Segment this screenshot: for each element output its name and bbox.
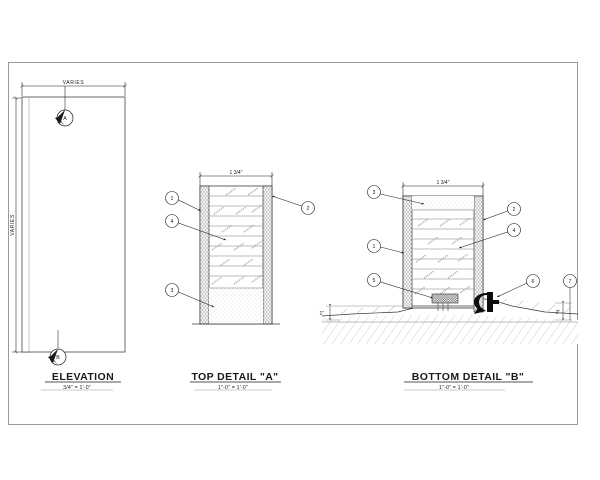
elevation-scale: 3/4" = 1'-0"	[63, 385, 91, 391]
elevation-top-dimension	[20, 82, 127, 96]
topdetail-callout-4-label: 4	[171, 219, 174, 225]
botdetail-scale: 1"-0" = 1'-0"	[439, 385, 469, 391]
elevation-marker-b-label: B	[56, 355, 60, 361]
topdetail-callout-3-label: 3	[171, 288, 174, 294]
topdetail-callout-4	[165, 214, 227, 241]
detail-marker-b	[48, 348, 67, 366]
botdetail-callout-7-label: 7	[569, 279, 572, 285]
topdetail-width-dimension	[198, 172, 274, 188]
elevation-left-dim-label: VARIES	[10, 214, 16, 236]
botdetail-slats	[412, 218, 474, 290]
botdetail-callout-5	[367, 273, 434, 299]
botdetail-callout-6-label: 6	[532, 279, 535, 285]
topdetail-callout-1-label: 1	[171, 196, 174, 202]
botdetail-title: BOTTOM DETAIL "B"	[412, 371, 524, 383]
botdetail-callout-1	[367, 239, 405, 254]
topdetail-callout-2	[271, 195, 315, 215]
anchor-shoe-block	[431, 293, 459, 304]
topdetail-callout-1	[165, 191, 202, 212]
elevation-view	[12, 82, 127, 391]
topdetail-title: TOP DETAIL "A"	[191, 371, 278, 383]
elevation-marker-a-label: A	[63, 116, 67, 122]
botdetail-left-small-dimension	[326, 303, 404, 321]
botdetail-callout-3-label: 3	[373, 190, 376, 196]
topdetail-left-jamb	[199, 185, 210, 325]
botdetail-callout-7	[563, 274, 577, 320]
botdetail-right-dim-label: 2"	[555, 310, 560, 316]
detail-marker-a	[55, 109, 74, 127]
botdetail-callout-5-label: 5	[373, 278, 376, 284]
topdetail-callout-3	[165, 283, 215, 308]
topdetail-right-jamb	[262, 185, 273, 325]
top-detail-a-view	[165, 172, 315, 391]
botdetail-width-dimension	[401, 182, 485, 198]
anchor-clip-symbol	[474, 292, 499, 314]
topdetail-stipple-fill	[209, 288, 263, 324]
botdetail-callout-4	[458, 223, 521, 249]
bottom-detail-b-view	[321, 182, 579, 391]
ground-mass	[322, 313, 578, 344]
anchor-shoe-legs	[437, 303, 449, 311]
apron-hatch	[339, 298, 572, 316]
topdetail-slats	[209, 195, 263, 277]
botdetail-callout-1-label: 1	[373, 244, 376, 250]
topdetail-callout-2-label: 2	[307, 206, 310, 212]
botdetail-callout-2-label: 2	[513, 207, 516, 213]
botdetail-stipple-fill	[412, 196, 474, 210]
botdetail-left-dim-label: 1"	[319, 311, 324, 317]
botdetail-callout-2	[482, 202, 521, 221]
botdetail-callout-6	[496, 274, 540, 298]
botdetail-right-small-dimension	[555, 300, 572, 321]
botdetail-body	[402, 195, 484, 309]
topdetail-width-label: 1 3/4"	[230, 170, 243, 176]
elevation-panel	[21, 96, 126, 353]
botdetail-callout-3	[367, 185, 425, 205]
botdetail-width-label: 1 3/4"	[437, 180, 450, 186]
topdetail-scale: 1"-0" = 1'-0"	[218, 385, 248, 391]
botdetail-callout-4-label: 4	[513, 228, 516, 234]
elevation-title: ELEVATION	[52, 371, 114, 383]
elevation-top-dim-label: VARIES	[63, 80, 85, 86]
